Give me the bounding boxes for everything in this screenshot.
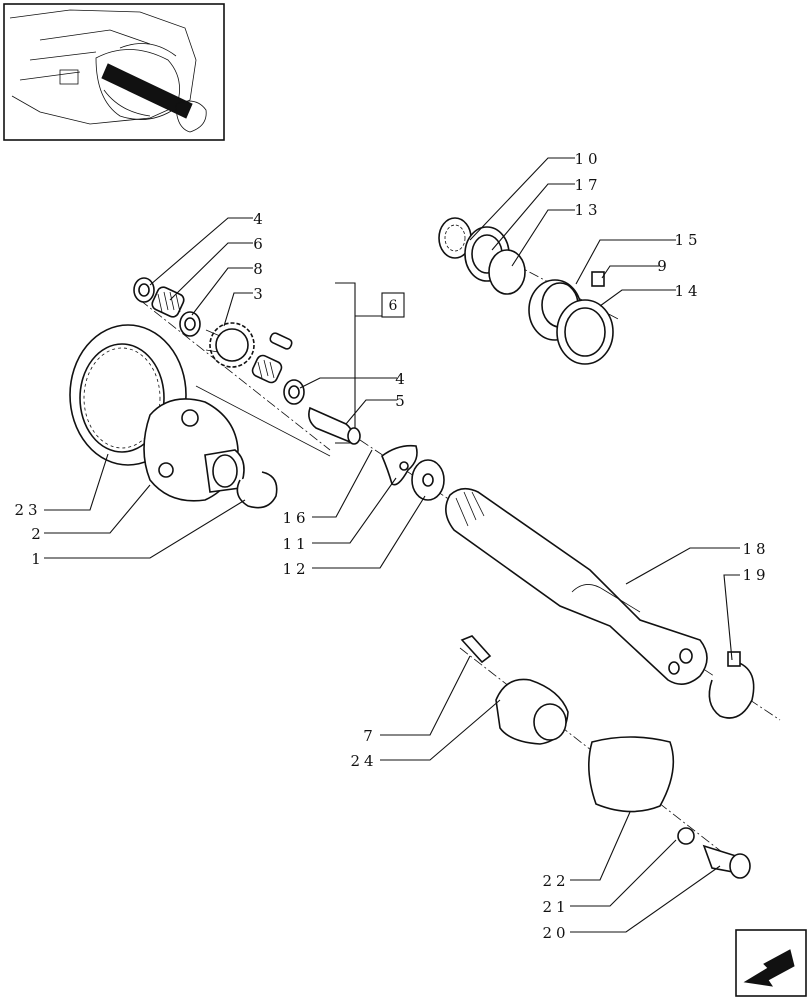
- callout-7: 7: [363, 727, 377, 745]
- pto-shaft: [445, 487, 708, 685]
- callout-18: 18: [742, 540, 769, 558]
- callout-21: 21: [542, 898, 569, 916]
- location-thumbnail: [3, 3, 225, 141]
- planet-gear-set: [133, 277, 361, 445]
- group-box-label: 6: [389, 298, 398, 314]
- callout-4-lower: 4: [395, 370, 409, 388]
- callout-6: 6: [253, 235, 267, 253]
- callout-12: 12: [282, 560, 309, 578]
- callout-5: 5: [395, 392, 409, 410]
- callout-23: 23: [14, 501, 41, 519]
- callout-14: 14: [674, 282, 701, 300]
- callout-2: 2: [31, 525, 45, 543]
- callout-13: 13: [574, 201, 601, 219]
- callout-9: 9: [657, 257, 671, 275]
- shaft-end-hardware: [460, 635, 751, 879]
- callout-labels: 10 17 13 15 9 14 4 6 8 3 4 5 23 2 1 16 1…: [14, 150, 769, 942]
- callout-11: 11: [282, 535, 309, 553]
- callout-3: 3: [253, 285, 267, 303]
- callout-17: 17: [574, 176, 601, 194]
- shaft-retaining-clip: [708, 651, 755, 719]
- snap-ring: [236, 471, 278, 509]
- callout-1: 1: [31, 550, 45, 568]
- bearing-assembly: [438, 217, 614, 365]
- callout-8: 8: [253, 260, 267, 278]
- callout-20: 20: [542, 924, 569, 942]
- callout-24: 24: [350, 752, 377, 770]
- component-group-bracket: 6: [335, 282, 405, 444]
- planet-carrier: [143, 398, 245, 502]
- callout-22: 22: [542, 872, 569, 890]
- callout-4-upper: 4: [253, 210, 267, 228]
- callout-19: 19: [742, 566, 769, 584]
- previous-page-arrow-icon[interactable]: [735, 929, 807, 997]
- leader-lines: [44, 157, 740, 933]
- callout-16: 16: [282, 509, 309, 527]
- thrust-plate-and-washer: [381, 444, 445, 501]
- callout-10: 10: [574, 150, 601, 168]
- callout-15: 15: [674, 231, 701, 249]
